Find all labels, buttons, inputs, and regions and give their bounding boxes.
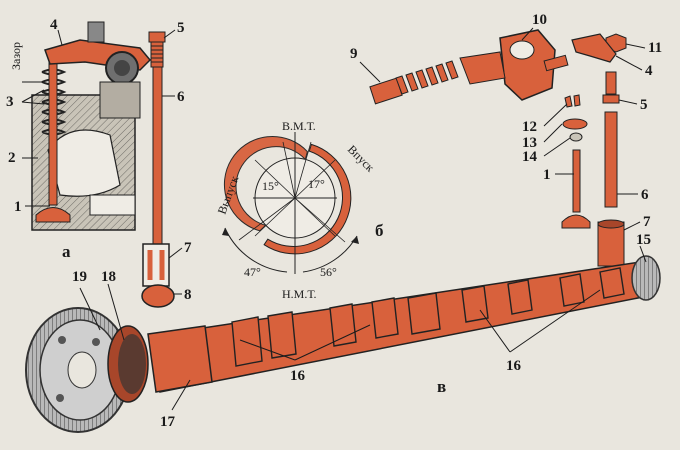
label-1-a: 1 xyxy=(14,199,22,215)
label-15deg: 15° xyxy=(262,179,279,193)
cam-lobe xyxy=(407,292,441,335)
leader-lines xyxy=(21,27,647,411)
label-47deg: 47° xyxy=(244,265,261,279)
valve-1 xyxy=(572,149,581,213)
label-zazor: Зазор xyxy=(9,42,23,70)
label-v: в xyxy=(437,377,446,396)
label-10: 10 xyxy=(532,12,547,28)
timing-gear-19 xyxy=(25,307,131,433)
label-16-a: 16 xyxy=(290,368,306,384)
push-rod-a xyxy=(152,66,163,248)
cam-lobe xyxy=(231,316,263,367)
valve-head-a xyxy=(35,207,71,223)
journal-17 xyxy=(147,325,213,393)
valve-keepers-12 xyxy=(564,94,581,108)
label-17: 17 xyxy=(160,414,176,430)
cam-lobe xyxy=(329,303,357,347)
label-7-v: 7 xyxy=(643,214,651,230)
assembly-a xyxy=(31,21,175,308)
cam-lobe xyxy=(371,297,399,339)
label-6-a: 6 xyxy=(177,89,185,105)
cam-lobe xyxy=(267,311,297,359)
tappet-a xyxy=(142,243,170,287)
valve-stem-a xyxy=(48,54,58,206)
label-2-a: 2 xyxy=(8,150,16,166)
cam-lobe xyxy=(599,267,625,299)
label-b: б xyxy=(375,221,384,240)
label-3-a: 3 xyxy=(6,94,14,110)
label-nmt: Н.М.Т. xyxy=(282,287,316,301)
label-17deg: 17° xyxy=(308,177,325,191)
label-5-v: 5 xyxy=(640,97,648,113)
cam-lobe xyxy=(559,273,585,307)
label-12: 12 xyxy=(522,119,537,135)
label-18: 18 xyxy=(101,269,116,285)
label-9: 9 xyxy=(350,46,358,62)
label-11: 11 xyxy=(648,40,662,56)
label-4-a: 4 xyxy=(50,17,58,33)
cam-lobe xyxy=(507,279,533,315)
rocker-arm-4 xyxy=(571,33,617,63)
inlet-arc xyxy=(263,143,352,255)
label-a: а xyxy=(62,242,71,261)
label-inlet: Впуск xyxy=(345,142,377,174)
tappet-7 xyxy=(597,221,625,267)
label-5-a: 5 xyxy=(177,20,185,36)
label-1-v: 1 xyxy=(543,167,551,183)
push-rod-6 xyxy=(604,111,618,208)
label-14: 14 xyxy=(522,149,538,165)
timing-diagram-b xyxy=(222,132,359,274)
label-8-a: 8 xyxy=(184,287,192,303)
label-4-v: 4 xyxy=(645,63,653,79)
drive-gear-15 xyxy=(631,255,661,301)
label-13: 13 xyxy=(522,135,537,151)
valve-spring xyxy=(41,68,67,136)
label-19: 19 xyxy=(72,269,87,285)
label-7-a: 7 xyxy=(184,240,192,256)
label-vmt: В.М.Т. xyxy=(282,119,316,133)
part-labels: Зазор 3 2 1 4 5 6 7 8 а 9 10 11 4 5 12 1… xyxy=(6,12,662,430)
label-6-v: 6 xyxy=(641,187,649,203)
label-15: 15 xyxy=(636,232,651,248)
label-16-b: 16 xyxy=(506,358,522,374)
camshaft xyxy=(25,255,661,433)
cam-a xyxy=(141,284,175,308)
valve-seal-14 xyxy=(569,132,583,142)
cam-lobe xyxy=(461,285,489,323)
spring-plate-13 xyxy=(562,118,588,130)
label-56deg: 56° xyxy=(320,265,337,279)
upper-right-parts xyxy=(369,29,627,267)
shaft-spring-9 xyxy=(369,60,459,105)
